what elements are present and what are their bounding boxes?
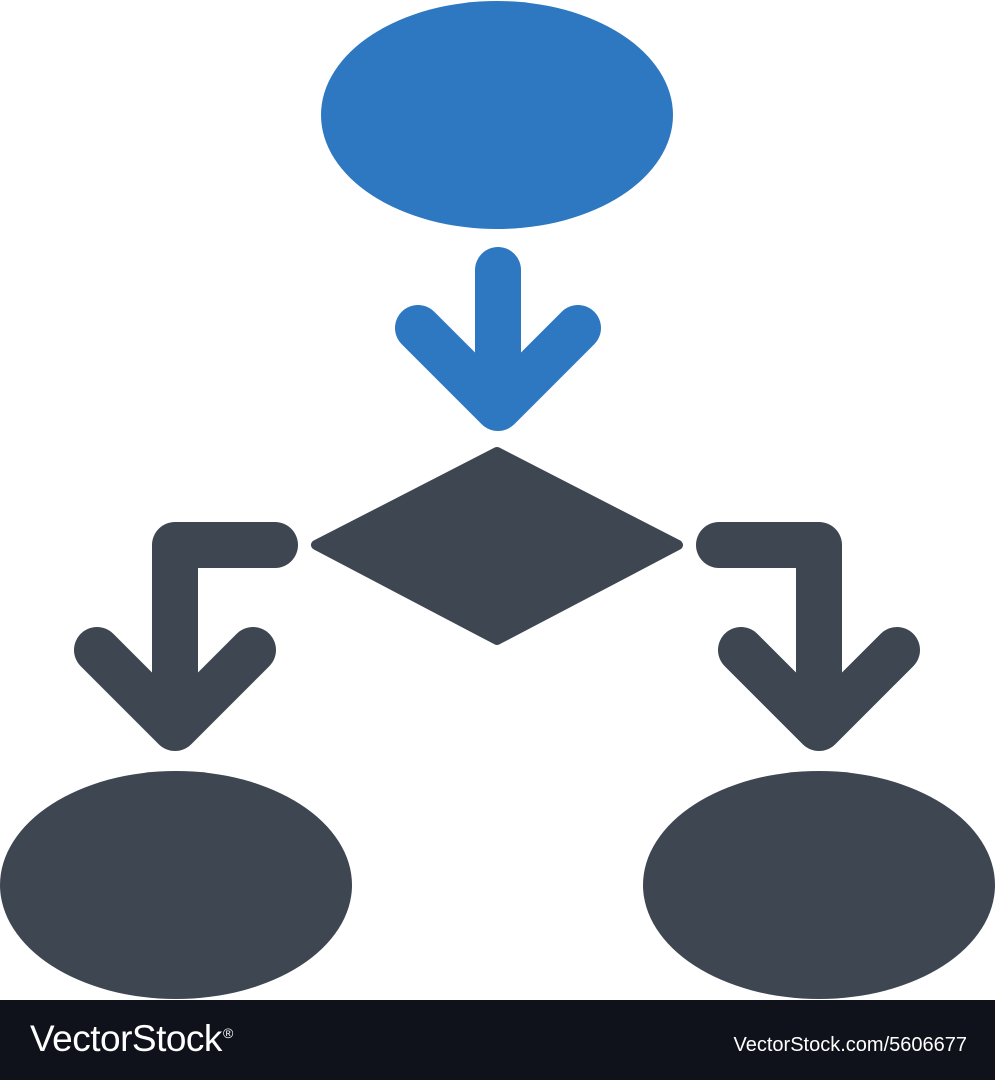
arrow-down-icon	[395, 247, 601, 431]
watermark-bar: VectorStock® VectorStock.com/5606677	[0, 1000, 995, 1080]
arrow-right-branch-icon	[696, 522, 920, 751]
arrow-left-branch-icon	[74, 522, 298, 751]
flowchart-icon	[0, 1, 995, 999]
registered-mark: ®	[222, 1024, 233, 1041]
right-result-node-ellipse	[643, 771, 995, 999]
left-result-node-ellipse	[0, 771, 352, 999]
watermark-brand: VectorStock®	[30, 1018, 233, 1060]
watermark-brand-text: VectorStock	[30, 1018, 222, 1059]
watermark-image-ref: VectorStock.com/5606677	[733, 1034, 967, 1056]
start-node-ellipse	[321, 1, 673, 229]
decision-node-diamond	[311, 447, 683, 645]
